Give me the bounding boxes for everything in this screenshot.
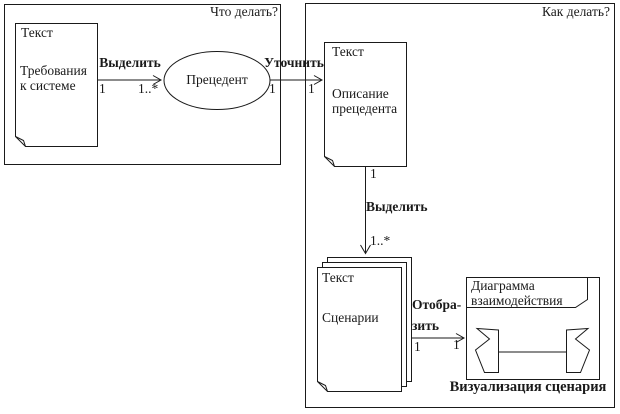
refine-arrowhead-icon (313, 75, 324, 85)
description-doc-name-label: Описание прецедента (332, 86, 398, 116)
refine-target-multiplicity: 1 (308, 81, 315, 96)
select-use-case-target-multiplicity: 1..* (138, 81, 159, 96)
requirements-document-shape (15, 23, 98, 147)
select-use-case-source-multiplicity: 1 (99, 81, 106, 96)
select-scenarios-source-multiplicity: 1 (370, 166, 377, 181)
select-use-case-arrowhead-icon (152, 75, 163, 85)
interaction-diagram-frame-label-pentagon (466, 277, 588, 308)
use-case-label: Прецедент (186, 72, 248, 87)
description-doc-kind-label: Текст (332, 44, 364, 59)
description-document-fold-icon (324, 156, 335, 167)
requirements-doc-name-label: Требования к системе (20, 63, 87, 93)
refine-edge-label: Уточнить (264, 55, 324, 70)
render-arrowhead-icon (455, 333, 466, 343)
requirements-doc-kind-label: Текст (21, 25, 53, 40)
select-scenarios-edge-label: Выделить (366, 199, 428, 214)
requirements-document-fold-icon (15, 136, 26, 147)
scenarios-doc-name-label: Сценарии (322, 310, 379, 325)
interaction-right-object-icon (566, 327, 591, 373)
select-scenarios-target-multiplicity: 1..* (370, 233, 391, 248)
select-scenarios-arrowhead-icon (360, 244, 371, 255)
render-target-multiplicity: 1 (453, 337, 460, 352)
scenarios-document-shape (317, 267, 402, 392)
how-frame-title: Как делать? (541, 4, 610, 19)
render-source-multiplicity: 1 (414, 339, 421, 354)
what-frame-title: Что делать? (210, 4, 278, 19)
what-frame-border (4, 4, 281, 165)
interaction-left-object-icon (474, 327, 499, 373)
interaction-diagram-label: Диаграмма взаимодействия (471, 278, 563, 308)
refine-source-multiplicity: 1 (269, 81, 276, 96)
how-frame-border (305, 3, 615, 408)
description-document-shape (324, 42, 407, 167)
visualization-caption: Визуализация сценария (449, 379, 607, 395)
select-use-case-edge-label: Выделить (99, 55, 161, 70)
render-edge-label: Отобра- зить (412, 297, 462, 333)
scenarios-document-fold-icon (317, 381, 328, 392)
scenarios-doc-kind-label: Текст (322, 270, 354, 285)
